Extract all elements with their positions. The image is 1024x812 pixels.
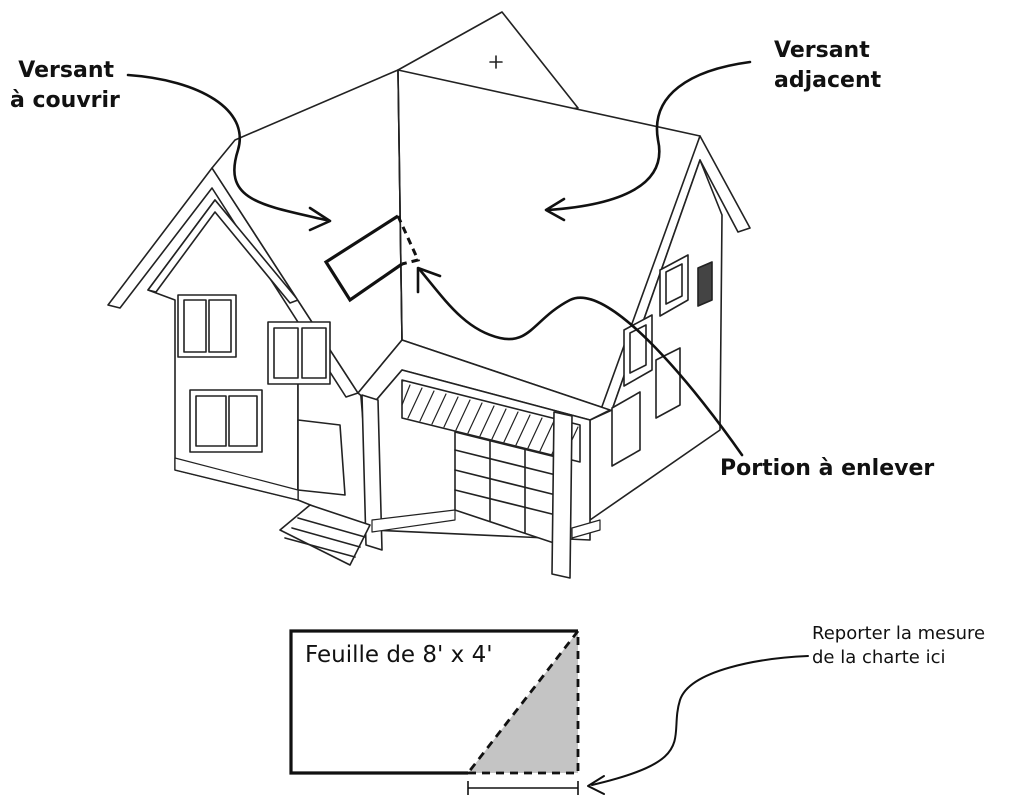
label-feuille: Feuille de 8' x 4' — [305, 642, 493, 668]
right-wing-windows — [611, 254, 713, 467]
label-versant-a-couvrir: Versant à couvrir — [10, 58, 120, 113]
sheet-cut-line — [466, 626, 580, 775]
arrow-versant-a-couvrir — [126, 73, 328, 222]
porch-entry — [297, 419, 346, 496]
sheet-diagram — [289, 626, 580, 795]
porch-column-left — [361, 394, 383, 551]
pointer-arrows — [126, 60, 809, 795]
arrowhead-versant-a-couvrir — [308, 206, 332, 232]
label-portion-a-enlever: Portion à enlever — [720, 456, 935, 481]
arrow-versant-adjacent — [546, 60, 752, 212]
measurement-bracket — [467, 781, 579, 795]
house-drawing — [107, 11, 751, 579]
arrowhead-versant-adjacent — [544, 197, 566, 222]
porch-column-right — [551, 411, 573, 579]
roof-hip-line — [397, 69, 403, 341]
foundation — [174, 457, 601, 539]
left-gable-inner — [147, 199, 299, 304]
balcony-hatching — [401, 384, 579, 458]
label-reporter-mesure: Reporter la mesure de la charte ici — [812, 623, 986, 668]
roof-sheet-outline — [323, 214, 421, 303]
left-wing-windows — [177, 294, 331, 453]
arrow-portion-a-enlever — [418, 268, 744, 457]
arrow-reporter — [591, 655, 809, 786]
arrowhead-reporter — [587, 775, 605, 795]
sheet-outline — [289, 629, 578, 775]
arrowhead-portion-a-enlever — [416, 266, 442, 294]
label-versant-adjacent: Versant adjacent — [774, 38, 882, 93]
